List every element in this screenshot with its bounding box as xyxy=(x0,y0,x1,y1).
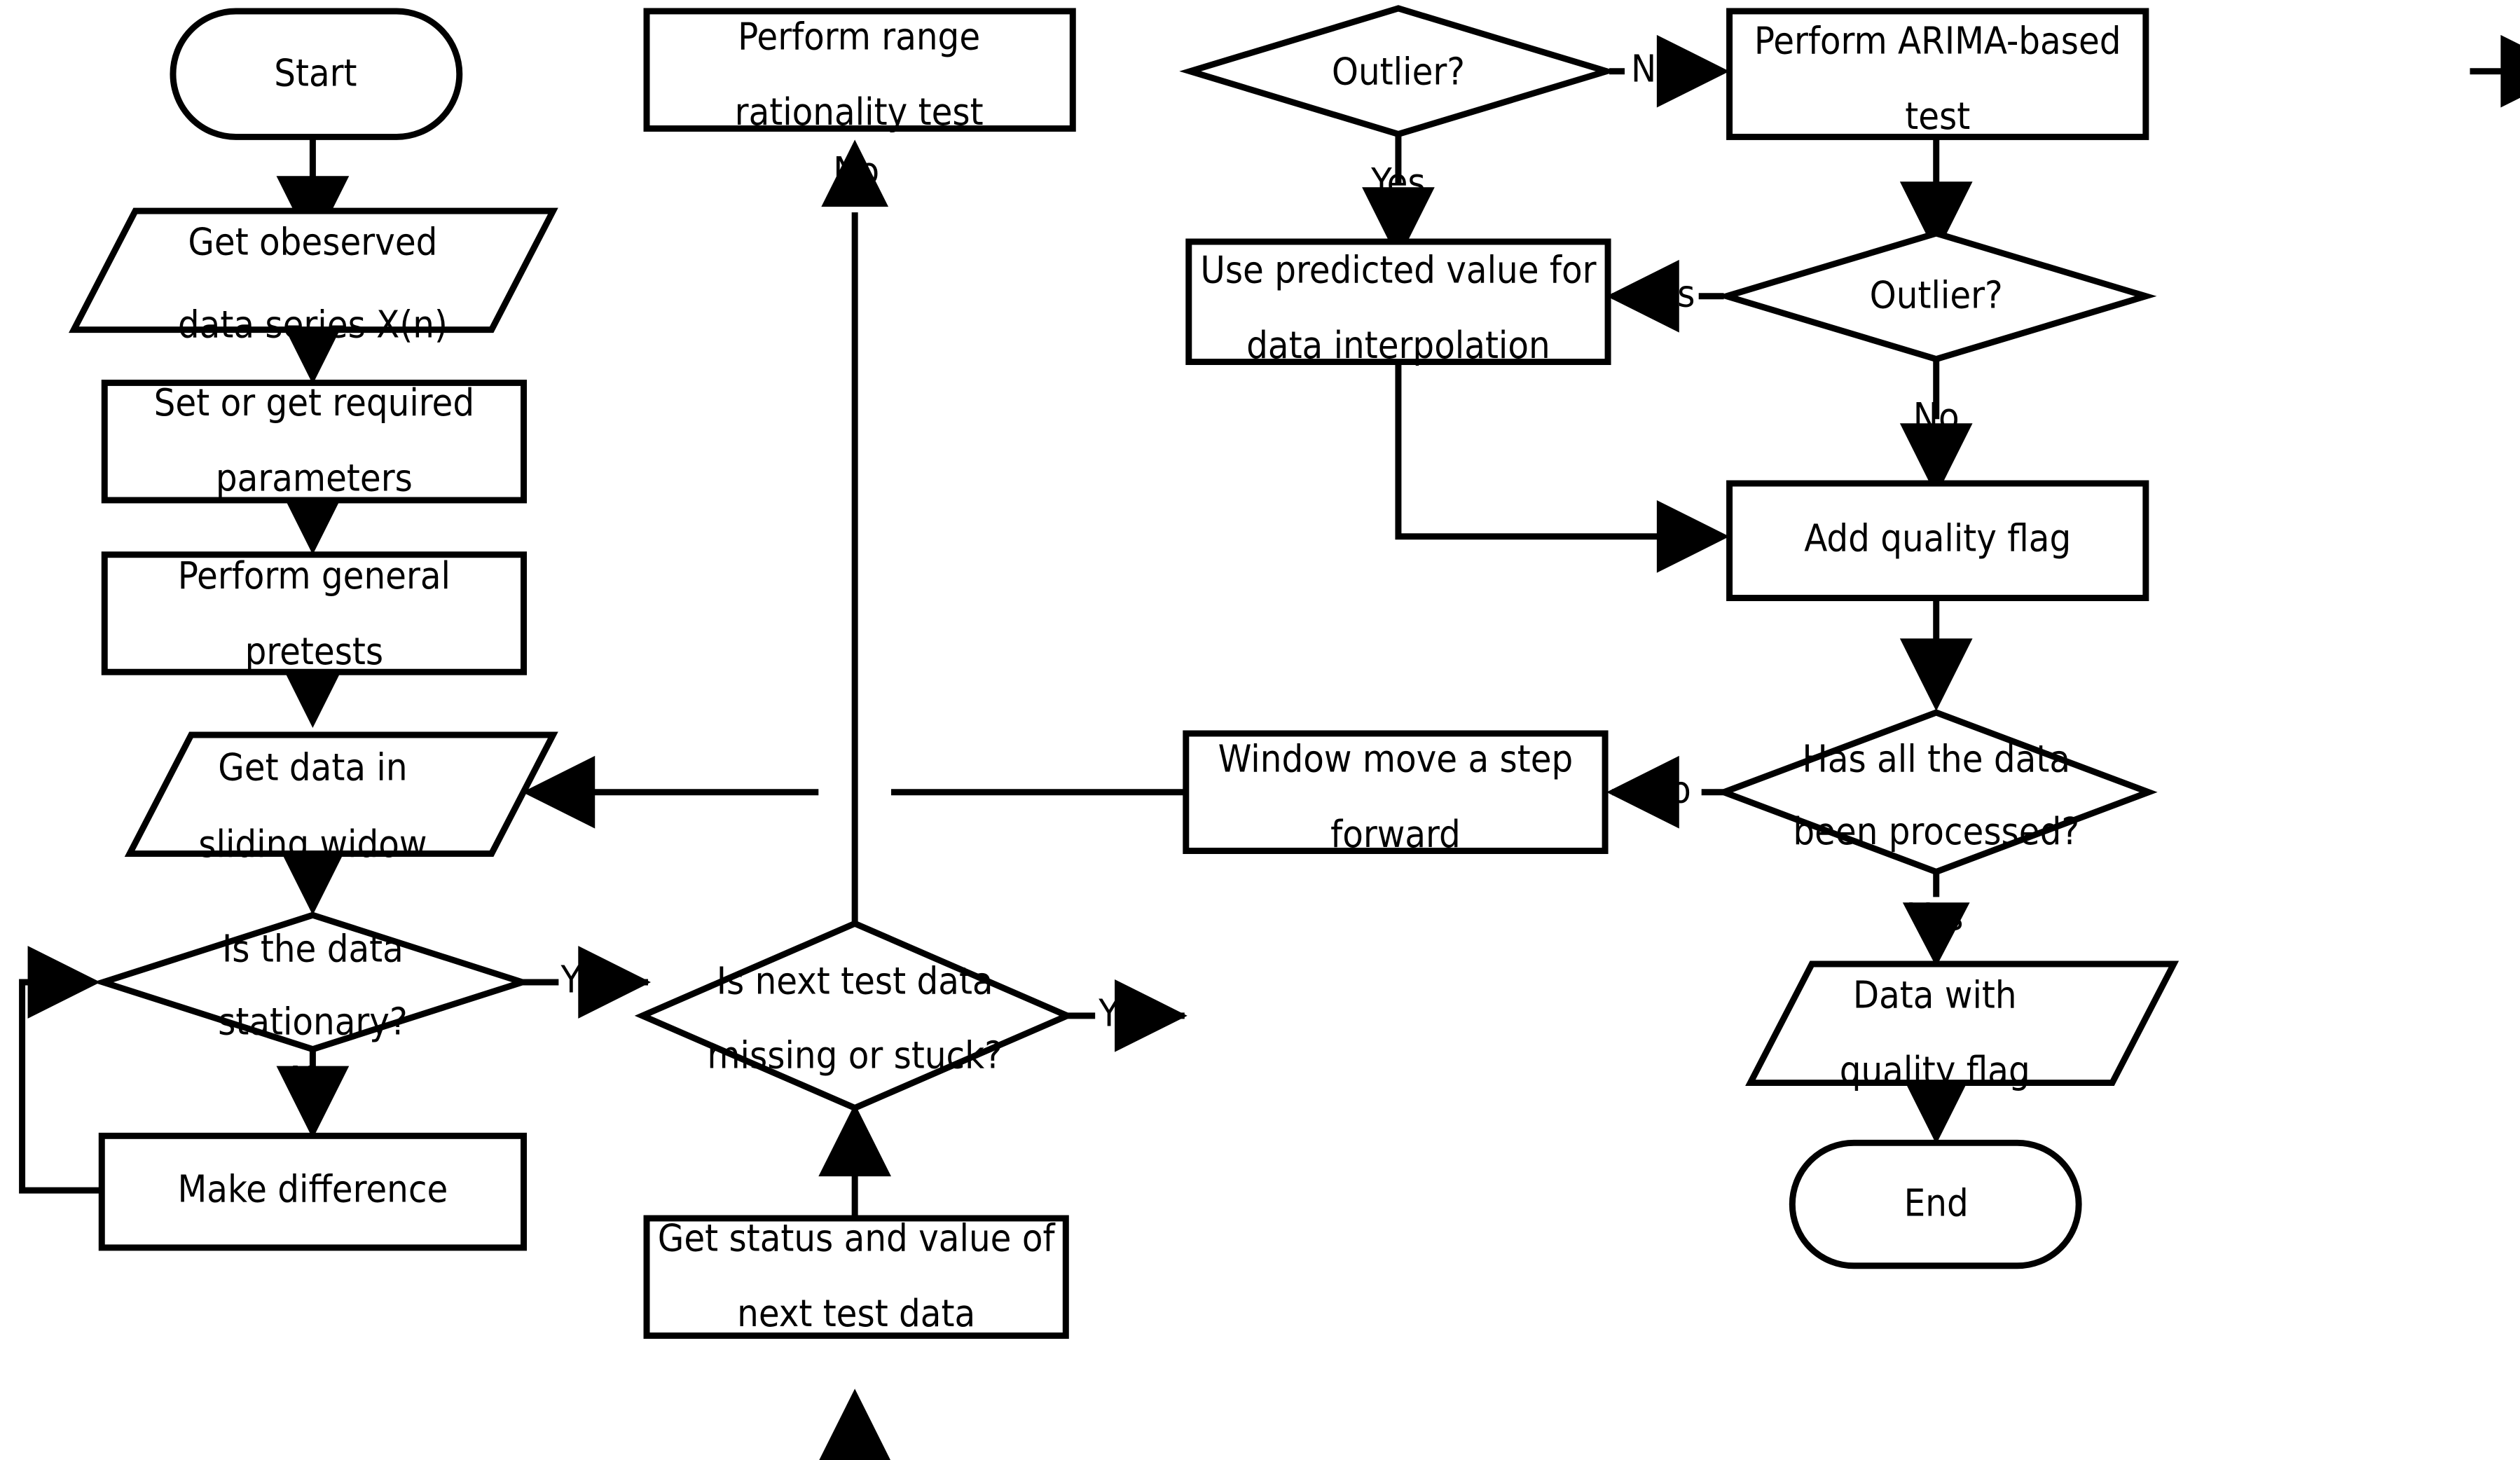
node-outlier2-label: Outlier? xyxy=(1870,273,2003,317)
edge-label-processed-yes: Yes xyxy=(1908,895,1963,939)
node-sliding-window-line2: sliding widow xyxy=(198,822,427,866)
node-is-missing-or-stuck[interactable]: Is next test data missing or stuck? xyxy=(634,920,1075,1112)
edge-label-outlier2-no: No xyxy=(1913,394,1960,439)
node-outlier1-label: Outlier? xyxy=(1332,49,1465,93)
node-arima-based-test[interactable]: Perform ARIMA-based test xyxy=(1726,8,2149,140)
node-arima-test-line1: Perform ARIMA-based xyxy=(1754,18,2121,62)
node-range-test-line1: Perform range xyxy=(738,14,980,58)
edge-label-outlier2-yes: Yes xyxy=(1640,271,1695,315)
edge-range-test-to-outlier1 xyxy=(2470,34,2520,108)
node-set-parameters[interactable]: Set or get required parameters xyxy=(101,379,528,504)
edge-get-status-to-is-missing xyxy=(818,1103,892,1218)
node-get-status-line2: next test data xyxy=(737,1291,975,1335)
node-window-move-line1: Window move a step xyxy=(1218,737,1574,781)
edge-label-outlier1-no: No xyxy=(1631,46,1677,90)
edge-outlier1-yes xyxy=(1362,134,1435,260)
node-use-predicted-value[interactable]: Use predicted value for data interpolati… xyxy=(1185,238,1611,367)
node-sliding-window-line1: Get data in xyxy=(218,745,407,789)
node-get-status[interactable]: Get status and value of next test data xyxy=(643,1215,1069,1339)
edge-label-stationary-yes: Yes xyxy=(560,958,615,1002)
node-add-flag-label: Add quality flag xyxy=(1804,516,2071,560)
node-is-missing-line2: missing or stuck? xyxy=(707,1033,1003,1077)
node-set-parameters-line1: Set or get required xyxy=(154,380,474,425)
edge-data-with-flag-to-end xyxy=(1899,1071,1973,1145)
node-is-missing-line1: Is next test data xyxy=(717,959,993,1003)
node-data-with-flag-line1: Data with xyxy=(1853,973,2017,1017)
node-window-move-line2: forward xyxy=(1330,812,1461,856)
node-end-label: End xyxy=(1904,1181,1969,1225)
edge-label-outlier1-yes: Yes xyxy=(1370,160,1425,204)
edge-label-stationary-no: No xyxy=(289,1058,336,1102)
node-all-data-processed[interactable]: Has all the data been processed? xyxy=(1714,709,2158,876)
node-is-stationary-line1: Is the data xyxy=(222,927,404,971)
node-perform-pretests[interactable]: Perform general pretests xyxy=(101,551,528,675)
node-outlier-decision-2[interactable]: Outlier? xyxy=(1715,230,2157,363)
node-data-with-flag-line2: quality flag xyxy=(1840,1048,2030,1092)
edge-all-processed-yes xyxy=(1902,873,1970,967)
edge-label-processed-no: No xyxy=(1645,767,1691,811)
edge-is-stationary-no xyxy=(276,1050,350,1139)
node-interpolate-line1: Use predicted value for xyxy=(1200,248,1596,292)
edge-make-difference-loop xyxy=(19,946,102,1194)
node-get-observed-line1: Get obeserved xyxy=(188,220,437,264)
edge-add-flag-to-all-processed xyxy=(1899,598,1973,712)
node-start-label: Start xyxy=(274,50,357,95)
edge-label-missing-yes: Yes xyxy=(1098,991,1152,1035)
node-sliding-window[interactable]: Get data in sliding widow xyxy=(124,731,558,866)
edge-arima-test-to-outlier2 xyxy=(1899,137,1973,254)
node-add-quality-flag[interactable]: Add quality flag xyxy=(1726,480,2149,602)
node-all-processed-line1: Has all the data xyxy=(1802,737,2070,781)
node-perform-pretests-line1: Perform general xyxy=(178,553,450,598)
node-interpolate-line2: data interpolation xyxy=(1246,323,1550,367)
node-range-test-line2: rationality test xyxy=(735,90,984,134)
node-end[interactable]: End xyxy=(1789,1139,2082,1269)
node-is-stationary[interactable]: Is the data stationary? xyxy=(92,911,533,1053)
node-set-parameters-line2: parameters xyxy=(216,456,413,500)
edge-interpolate-to-add-flag xyxy=(1395,361,1730,573)
node-outlier-decision-1[interactable]: Outlier? xyxy=(1179,5,1618,138)
node-is-stationary-line2: stationary? xyxy=(218,999,408,1043)
node-make-difference-label: Make difference xyxy=(177,1167,448,1211)
edge-establish-model-to-get-status xyxy=(819,1389,891,1460)
node-range-rationality-test[interactable]: Perform range rationality test xyxy=(643,8,1076,134)
node-start[interactable]: Start xyxy=(170,8,463,140)
node-data-with-quality-flag[interactable]: Data with quality flag xyxy=(1745,960,2180,1092)
edge-sliding-window-to-is-stationary xyxy=(276,842,350,916)
edge-label-missing-no: No xyxy=(833,149,879,193)
node-perform-pretests-line2: pretests xyxy=(245,629,383,673)
node-get-status-line1: Get status and value of xyxy=(658,1216,1056,1260)
node-arima-test-line2: test xyxy=(1905,94,1970,138)
node-make-difference[interactable]: Make difference xyxy=(98,1132,528,1251)
node-get-observed-data[interactable]: Get obeserved data series X(n) xyxy=(68,207,558,346)
edge-window-move-to-sliding-window xyxy=(522,755,1186,829)
edge-is-missing-no xyxy=(821,139,889,924)
node-all-processed-line2: been processed? xyxy=(1793,809,2079,853)
edge-outlier2-no xyxy=(1899,357,1973,496)
node-get-observed-line2: data series X(n) xyxy=(178,302,448,346)
node-window-move-step[interactable]: Window move a step forward xyxy=(1183,730,1609,856)
